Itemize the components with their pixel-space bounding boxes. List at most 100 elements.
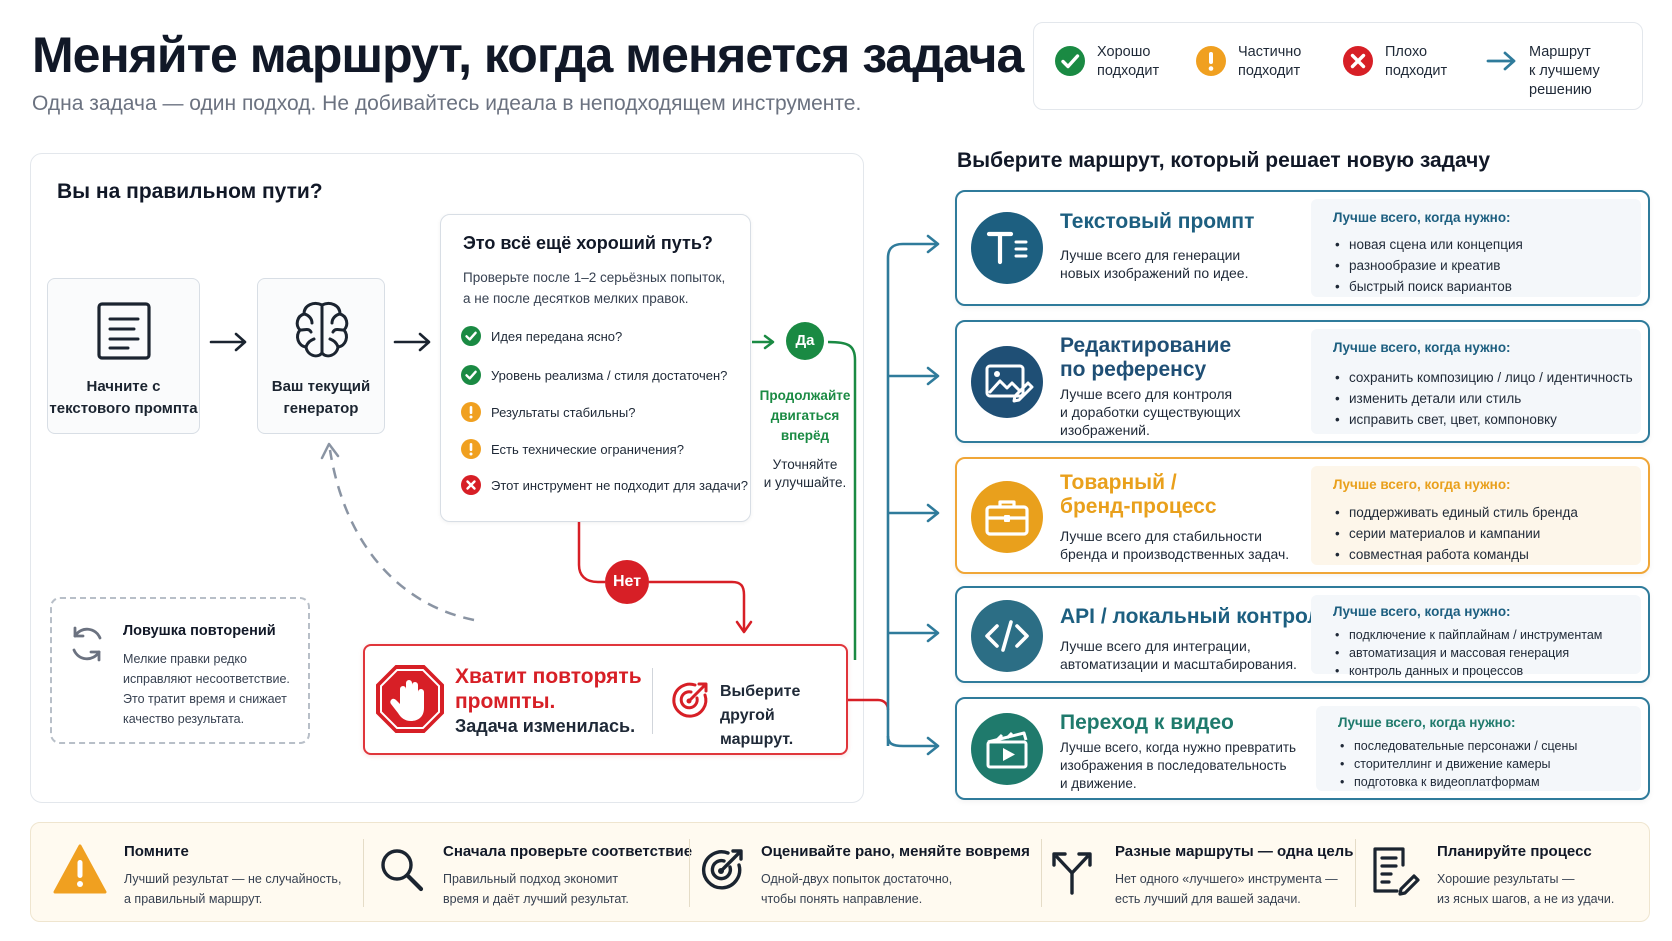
refine-text: Уточняйте и улучшайте. bbox=[763, 457, 847, 490]
best-for-item: подготовка к видеоплатформам bbox=[1338, 773, 1577, 791]
legend: Хорошо подходит Частично подходит Плохо … bbox=[1033, 22, 1643, 110]
cross-circle-icon bbox=[461, 475, 481, 495]
cross-circle-icon bbox=[1343, 46, 1373, 76]
best-for-item: быстрый поиск вариантов bbox=[1333, 276, 1523, 297]
start-text-prompt-step: Начните с текстового промпта bbox=[47, 278, 200, 434]
tip-evaluate-early: Оценивайте рано, меняйте вовремя Одной-д… bbox=[691, 823, 1041, 923]
route-api-local-control[interactable]: API / локальный контроль Лучше всего для… bbox=[955, 586, 1650, 683]
best-for-box: Лучше всего, когда нужно: последовательн… bbox=[1316, 706, 1641, 791]
check-circle-icon bbox=[461, 326, 481, 346]
stop-hand-icon bbox=[376, 665, 444, 733]
target-icon bbox=[672, 682, 708, 718]
image-edit-icon bbox=[971, 346, 1043, 418]
tips-bar: Помните Лучший результат — не случайност… bbox=[30, 822, 1650, 922]
divider bbox=[1041, 839, 1042, 907]
plan-icon bbox=[1373, 847, 1420, 896]
check-item: Этот инструмент не подходит для задачи? bbox=[461, 473, 748, 497]
target-icon bbox=[701, 849, 743, 890]
tip-plan-process: Планируйте процесс Хорошие результаты — … bbox=[1357, 823, 1649, 923]
generator-step-label: Ваш текущий генератор bbox=[271, 378, 371, 417]
route-name: Переход к видео bbox=[1060, 711, 1234, 734]
briefcase-icon bbox=[971, 481, 1043, 553]
best-for-box: Лучше всего, когда нужно: поддерживать е… bbox=[1311, 466, 1641, 565]
flow-arrow bbox=[393, 332, 431, 352]
best-for-box: Лучше всего, когда нужно: подключение к … bbox=[1311, 595, 1641, 680]
best-for-item: поддерживать единый стиль бренда bbox=[1333, 502, 1578, 523]
brain-icon bbox=[295, 301, 349, 358]
route-description: Лучше всего для стабильности бренда и пр… bbox=[1060, 528, 1290, 562]
best-for-item: подключение к пайплайнам / инструментам bbox=[1333, 626, 1602, 644]
best-for-item: последовательные персонажи / сцены bbox=[1338, 737, 1577, 755]
route-name: Редактирование по референсу bbox=[1060, 334, 1232, 381]
legend-good: Хорошо подходит bbox=[1054, 43, 1159, 81]
route-video[interactable]: Переход к видео Лучше всего, когда нужно… bbox=[955, 697, 1650, 800]
best-for-item: автоматизация и массовая генерация bbox=[1333, 644, 1602, 662]
start-step-label: Начните с текстового промпта bbox=[49, 378, 198, 417]
divider bbox=[363, 839, 364, 907]
warning-icon bbox=[53, 844, 107, 894]
continue-text: Продолжайте двигаться вперёд bbox=[759, 388, 851, 443]
best-for-box: Лучше всего, когда нужно: сохранить комп… bbox=[1311, 329, 1641, 434]
document-icon bbox=[97, 302, 151, 360]
best-for-item: разнообразие и креатив bbox=[1333, 255, 1523, 276]
tip-check-fit: Сначала проверьте соответствие Правильны… bbox=[365, 823, 695, 923]
exclamation-circle-icon bbox=[461, 402, 481, 422]
legend-partial: Частично подходит bbox=[1195, 43, 1301, 81]
check-item: Идея передана ясно? bbox=[461, 324, 622, 348]
route-name: API / локальный контроль bbox=[1060, 605, 1334, 628]
check-circle-icon bbox=[1055, 46, 1085, 76]
exclamation-circle-icon bbox=[461, 439, 481, 459]
yes-badge: Да bbox=[786, 322, 824, 360]
text-icon bbox=[971, 212, 1043, 284]
route-description: Лучше всего для интеграции, автоматизаци… bbox=[1060, 638, 1297, 672]
flow-arrow bbox=[209, 332, 247, 352]
route-description: Лучше всего для генерации новых изображе… bbox=[1060, 247, 1249, 281]
page-title: Меняйте маршрут, когда меняется задача bbox=[32, 27, 1024, 83]
divider bbox=[689, 839, 690, 907]
video-icon bbox=[971, 713, 1043, 785]
route-reference-editing[interactable]: Редактирование по референсу Лучше всего … bbox=[955, 320, 1650, 443]
best-for-box: Лучше всего, когда нужно: новая сцена ил… bbox=[1311, 199, 1641, 297]
fork-icon bbox=[1052, 852, 1092, 895]
page-subtitle: Одна задача — один подход. Не добивайтес… bbox=[32, 92, 862, 115]
exclamation-circle-icon bbox=[1196, 46, 1226, 76]
route-description: Лучше всего для контроля и доработки сущ… bbox=[1060, 386, 1241, 438]
stop-subtitle: Задача изменилась. bbox=[455, 716, 636, 736]
best-for-item: сохранить композицию / лицо / идентичнос… bbox=[1333, 367, 1633, 388]
current-generator-step: Ваш текущий генератор bbox=[257, 278, 385, 434]
check-item: Уровень реализма / стиля достаточен? bbox=[461, 363, 727, 387]
legend-route: Маршрут к лучшему решению bbox=[1486, 43, 1600, 100]
trap-text: Мелкие правки редко исправляют несоответ… bbox=[123, 652, 290, 726]
route-description: Лучше всего, когда нужно превратить изоб… bbox=[1060, 740, 1297, 791]
search-icon bbox=[381, 849, 424, 892]
repetition-trap-box: Ловушка повторений Мелкие правки редко и… bbox=[50, 597, 310, 744]
no-badge: Нет bbox=[605, 560, 649, 604]
choose-other-route-cta: Выберите другой маршрут. bbox=[720, 683, 801, 748]
route-name: Товарный / бренд-процесс bbox=[1060, 471, 1217, 518]
trap-title: Ловушка повторений bbox=[123, 623, 276, 639]
route-text-prompt[interactable]: Текстовый промпт Лучше всего для генерац… bbox=[955, 190, 1650, 306]
check-circle-icon bbox=[461, 365, 481, 385]
route-product-brand[interactable]: Товарный / бренд-процесс Лучше всего для… bbox=[955, 457, 1650, 574]
stop-repeating-box: Хватит повторять промпты. Задача изменил… bbox=[363, 644, 848, 755]
check-card-title: Это всё ещё хороший путь? bbox=[463, 233, 713, 253]
decision-heading: Вы на правильном пути? bbox=[57, 180, 323, 203]
best-for-item: совместная работа команды bbox=[1333, 544, 1578, 565]
check-card-description: Проверьте после 1–2 серьёзных попыток, а… bbox=[463, 270, 726, 306]
good-path-check-card: Это всё ещё хороший путь? Проверьте посл… bbox=[440, 214, 751, 522]
best-for-item: изменить детали или стиль bbox=[1333, 388, 1633, 409]
legend-bad: Плохо подходит bbox=[1342, 43, 1447, 81]
best-for-item: новая сцена или концепция bbox=[1333, 234, 1523, 255]
best-for-item: исправить свет, цвет, компоновку bbox=[1333, 409, 1633, 430]
tip-different-routes: Разные маршруты — одна цель Нет одного «… bbox=[1043, 823, 1381, 923]
code-icon bbox=[971, 600, 1043, 672]
check-item: Есть технические ограничения? bbox=[461, 437, 684, 461]
refresh-icon bbox=[72, 626, 102, 662]
arrow-right-icon bbox=[1486, 51, 1516, 71]
divider bbox=[1355, 839, 1356, 907]
divider bbox=[652, 668, 653, 734]
best-for-item: сторителлинг и движение камеры bbox=[1338, 755, 1577, 773]
tip-remember: Помните Лучший результат — не случайност… bbox=[31, 823, 361, 923]
check-item: Результаты стабильны? bbox=[461, 400, 635, 424]
routes-heading: Выберите маршрут, который решает новую з… bbox=[957, 149, 1491, 172]
